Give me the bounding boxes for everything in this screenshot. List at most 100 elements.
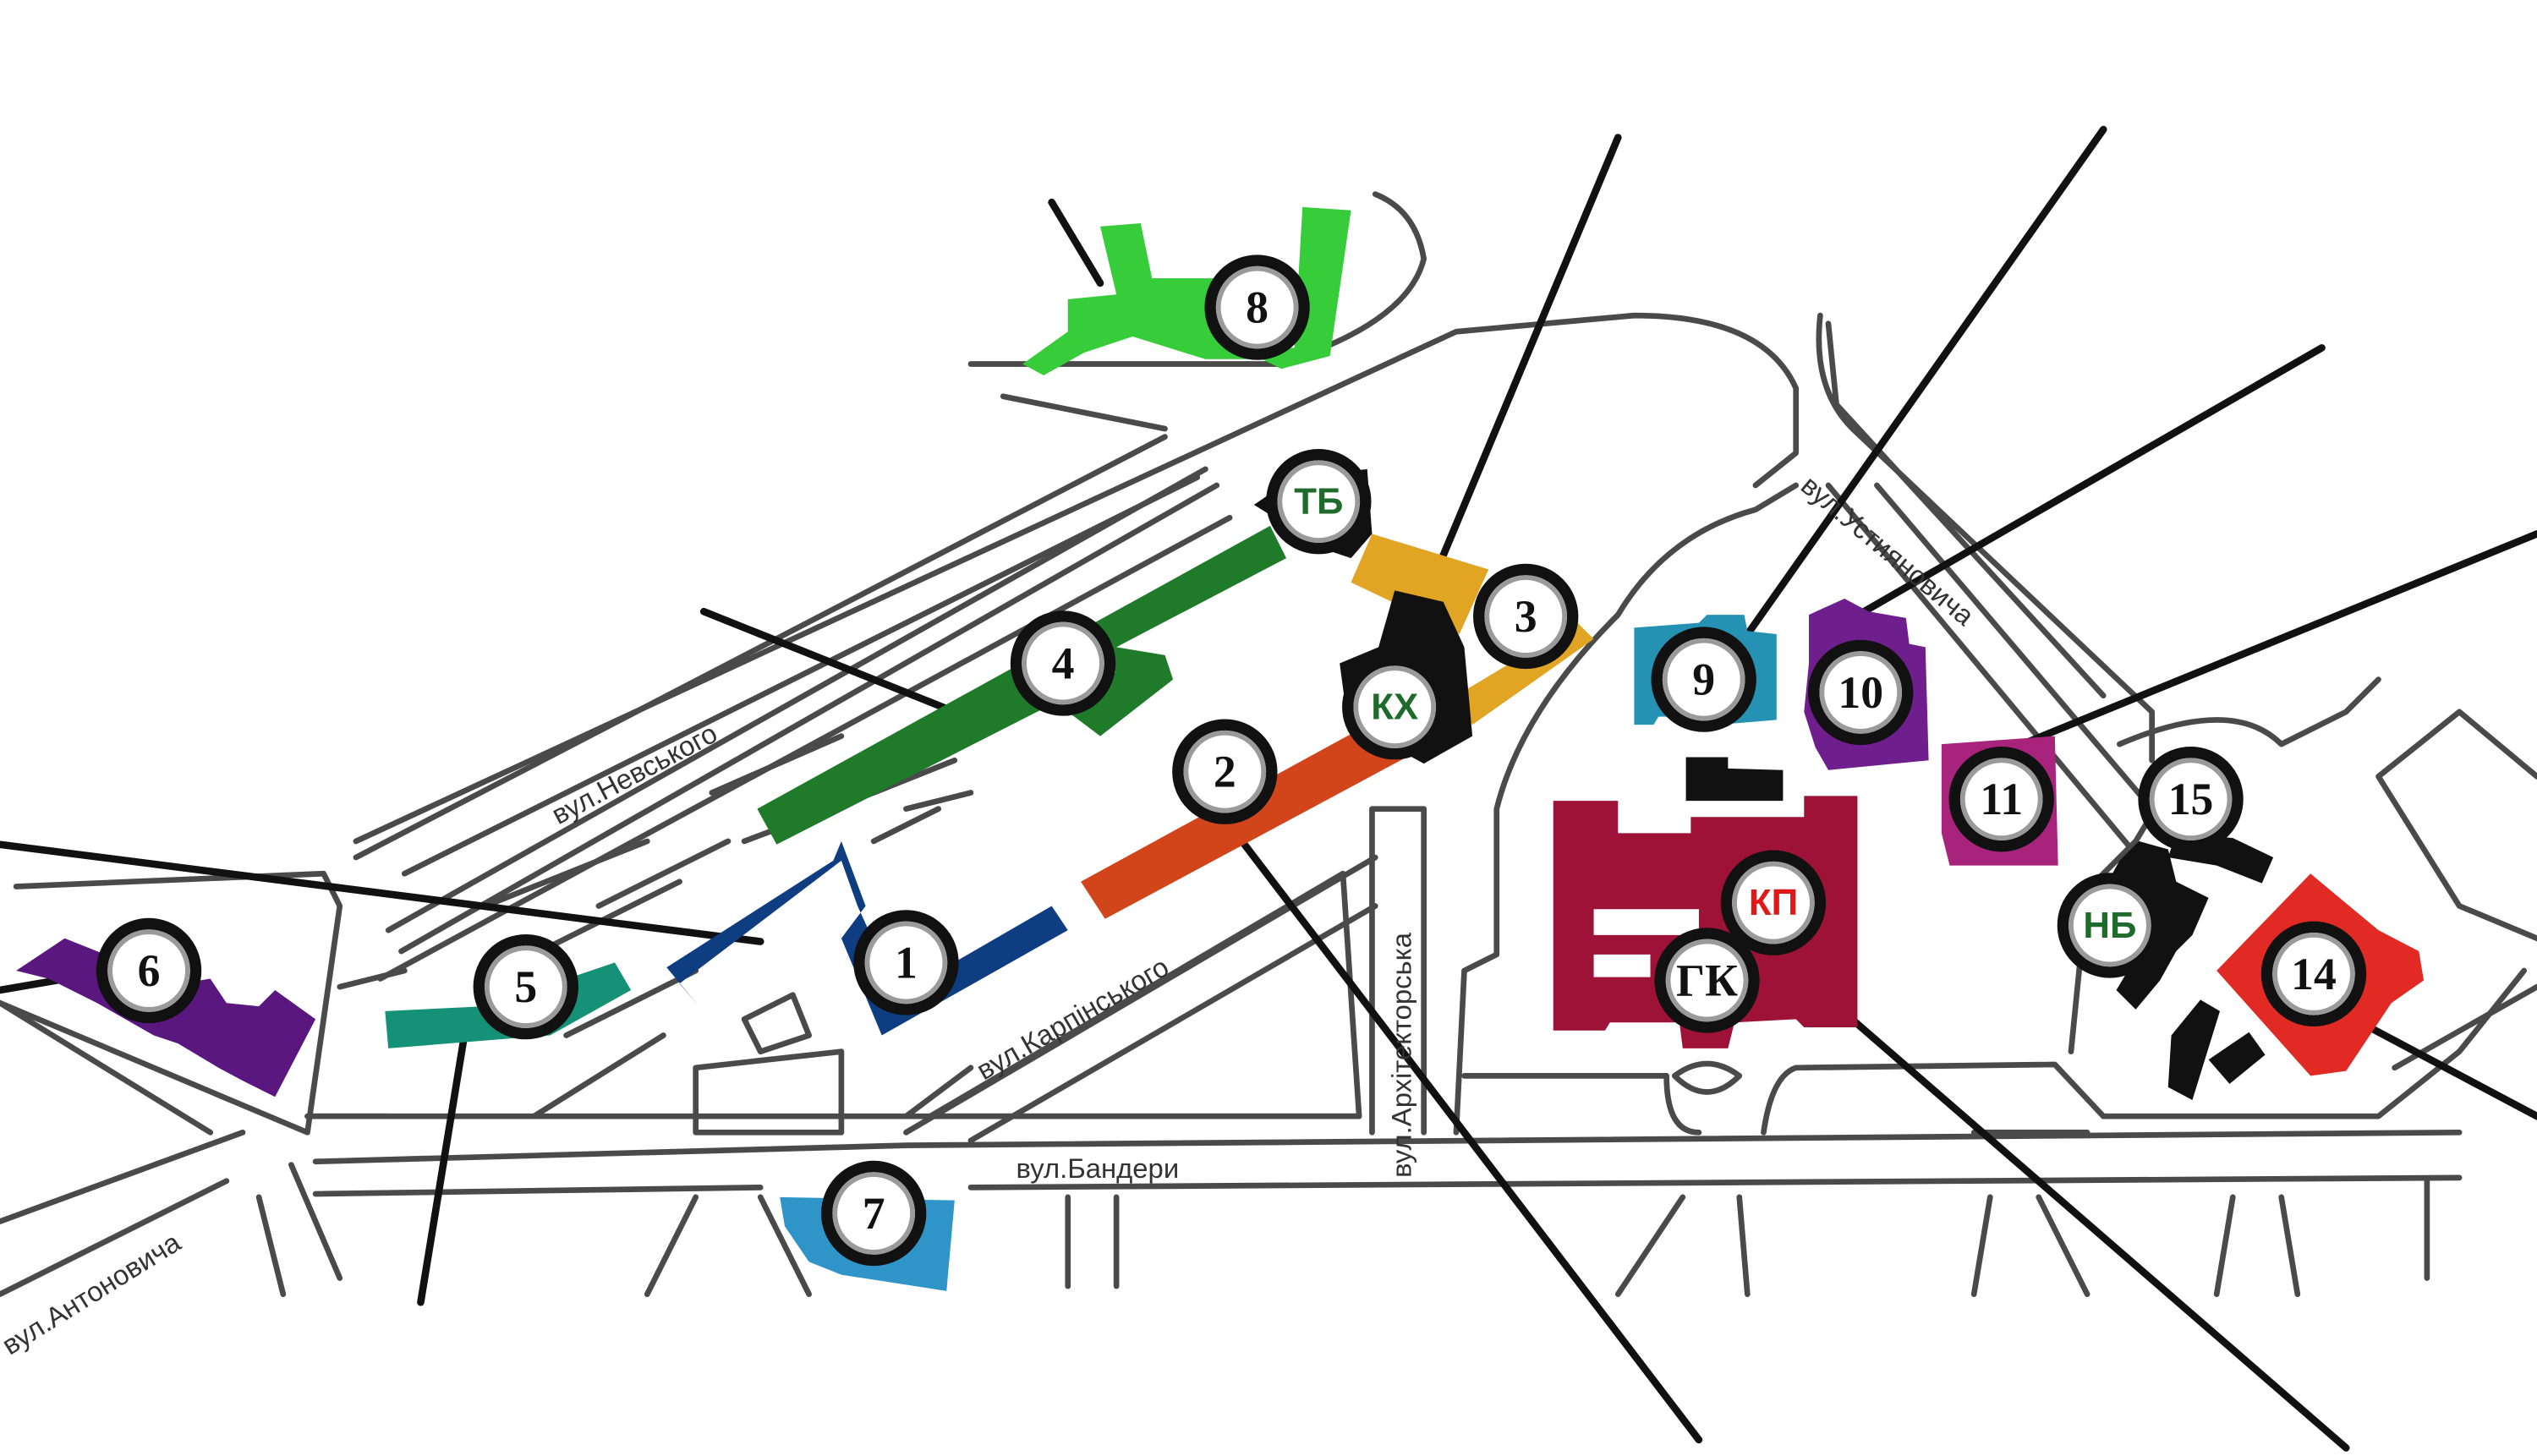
marker-5-label: 5: [514, 961, 537, 1012]
road-main-loop: [1461, 1061, 2107, 1136]
building-3[interactable]: [1351, 534, 1594, 725]
marker-tb-ring: [1277, 460, 1361, 543]
marker-kh-circle: [1342, 654, 1448, 760]
marker-6-label: 6: [138, 945, 161, 996]
road-central-block: [1453, 482, 1800, 1136]
marker-15[interactable]: 15: [2138, 747, 2244, 852]
marker-2-ring: [1183, 730, 1267, 813]
marker-gk-ring: [1665, 939, 1749, 1022]
marker-kp[interactable]: КП: [1720, 850, 1827, 955]
marker-nb[interactable]: НБ: [2057, 873, 2163, 978]
marker-2-circle: [1172, 719, 1278, 824]
marker-2[interactable]: 2: [1172, 719, 1278, 824]
marker-9-circle: [1651, 627, 1756, 732]
marker-kp-label: КП: [1749, 882, 1798, 923]
marker-3-label: 3: [1515, 591, 1537, 642]
road-ustyianovycha: [1816, 312, 2155, 764]
building-15-south-b[interactable]: [2208, 1032, 2266, 1084]
marker-7-circle: [820, 1160, 927, 1267]
marker-nb-label: НБ: [2083, 905, 2136, 946]
marker-kh-ring: [1353, 665, 1437, 748]
building-15-south-a[interactable]: [2167, 999, 2220, 1101]
marker-4-circle: [1010, 610, 1116, 716]
marker-15-circle: [2138, 747, 2244, 852]
road-east-block: [2068, 676, 2537, 1119]
marker-7-ring: [832, 1172, 915, 1255]
marker-11[interactable]: 11: [1948, 747, 2054, 852]
building-main-courtyard-a: [1593, 909, 1699, 935]
marker-1-ring: [864, 921, 948, 1004]
marker-9-ring: [1662, 638, 1745, 721]
marker-4-label: 4: [1052, 638, 1075, 688]
marker-10-label: 10: [1838, 667, 1883, 718]
street-label-karpinskoho: вул.Карпінського: [971, 950, 1174, 1086]
leader-lines: [0, 125, 2537, 1452]
marker-11-label: 11: [1980, 774, 2023, 824]
road-ustyianovycha-junction: [1825, 482, 2155, 877]
marker-14[interactable]: 14: [2260, 921, 2367, 1026]
leader-line-14: [2350, 1015, 2537, 1120]
leader-line-4: [699, 607, 967, 719]
marker-6-ring: [107, 929, 190, 1012]
map-markers: 1 2 3 4 5 6 7: [96, 255, 2367, 1267]
street-label-nevskoho: вул.Невського: [546, 717, 722, 830]
road-bandery-south-edge: [312, 1174, 2463, 1197]
marker-5-circle: [473, 933, 578, 1040]
road-nevskoho-long: [353, 312, 1800, 845]
marker-kp-ring: [1732, 861, 1815, 944]
marker-15-ring: [2149, 758, 2233, 840]
road-bandery-north-edge: [312, 1129, 2463, 1165]
road-nevskoho-outer: [353, 434, 1201, 877]
marker-6[interactable]: 6: [96, 917, 202, 1024]
marker-gk-circle: [1654, 928, 1760, 1033]
road-karpinskoho: [903, 854, 1378, 1144]
leader-line-8: [1048, 198, 1104, 287]
leader-line-11: [2019, 530, 2537, 748]
marker-8[interactable]: 8: [1204, 255, 1310, 360]
marker-9-label: 9: [1692, 654, 1715, 705]
leader-line-5: [417, 1032, 468, 1306]
marker-14-circle: [2260, 921, 2367, 1026]
road-main-entrance: [1671, 1060, 1743, 1095]
leader-line-1: [0, 840, 764, 945]
marker-gk-label: ГК: [1676, 955, 1738, 1005]
marker-8-circle: [1204, 255, 1310, 360]
marker-kh[interactable]: КХ: [1342, 654, 1448, 760]
marker-10-ring: [1819, 651, 1903, 734]
road-network: [0, 191, 2537, 1297]
marker-5-ring: [485, 945, 567, 1028]
marker-5[interactable]: 5: [473, 933, 578, 1040]
marker-3-circle: [1473, 563, 1579, 670]
marker-gk[interactable]: ГК: [1654, 928, 1760, 1033]
street-label-ustyianovycha: вул.Устияновича: [1795, 469, 1981, 632]
building-8[interactable]: [1022, 206, 1351, 375]
marker-14-label: 14: [2291, 949, 2337, 999]
road-antonovycha: [0, 999, 343, 1297]
marker-14-ring: [2272, 933, 2355, 1015]
marker-tb-circle: [1266, 448, 1372, 555]
marker-3-ring: [1484, 575, 1567, 658]
marker-2-label: 2: [1214, 747, 1236, 797]
marker-4-ring: [1022, 621, 1104, 705]
marker-10[interactable]: 10: [1808, 639, 1914, 746]
marker-1[interactable]: 1: [853, 910, 959, 1015]
road-triangle-block: [927, 870, 1362, 1119]
leader-line-9: [1740, 125, 2107, 643]
marker-4[interactable]: 4: [1010, 610, 1116, 716]
marker-10-circle: [1808, 639, 1914, 746]
marker-9[interactable]: 9: [1651, 627, 1756, 732]
leader-line-gk: [1792, 966, 2350, 1452]
marker-1-circle: [853, 910, 959, 1015]
marker-7[interactable]: 7: [820, 1160, 927, 1267]
marker-3[interactable]: 3: [1473, 563, 1579, 670]
marker-nb-ring: [2069, 884, 2151, 967]
marker-tb[interactable]: ТБ: [1266, 448, 1372, 555]
building-small-black[interactable]: [1685, 757, 1784, 802]
leader-line-3: [1427, 134, 1622, 587]
marker-15-label: 15: [2168, 774, 2214, 824]
marker-nb-circle: [2057, 873, 2163, 978]
marker-kh-label: КХ: [1371, 687, 1418, 728]
marker-11-circle: [1948, 747, 2054, 852]
